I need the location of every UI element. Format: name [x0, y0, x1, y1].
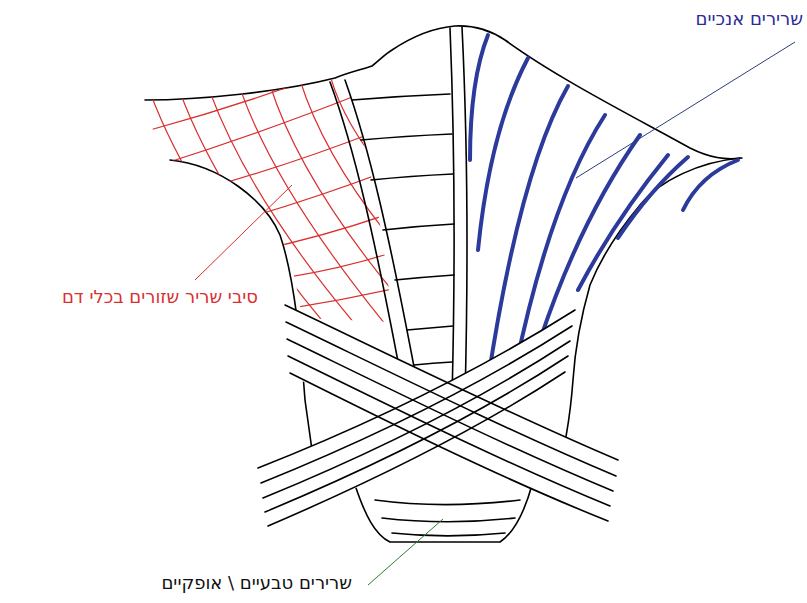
- part-label: שרירים טבעיים \ אופקיים: [161, 572, 352, 594]
- longitudinal-muscles: [470, 35, 738, 380]
- part-label: סיבי שריר שזורים בכלי דם: [62, 286, 258, 308]
- leader-line: [576, 42, 795, 178]
- circular-muscles: [258, 305, 618, 526]
- leader-line: [368, 519, 443, 585]
- organ-outline: [145, 26, 742, 542]
- part-label: שרירים אנכיים: [695, 8, 803, 30]
- leader-lines: [195, 42, 795, 585]
- band-ground: [258, 305, 618, 526]
- leader-line: [195, 185, 292, 280]
